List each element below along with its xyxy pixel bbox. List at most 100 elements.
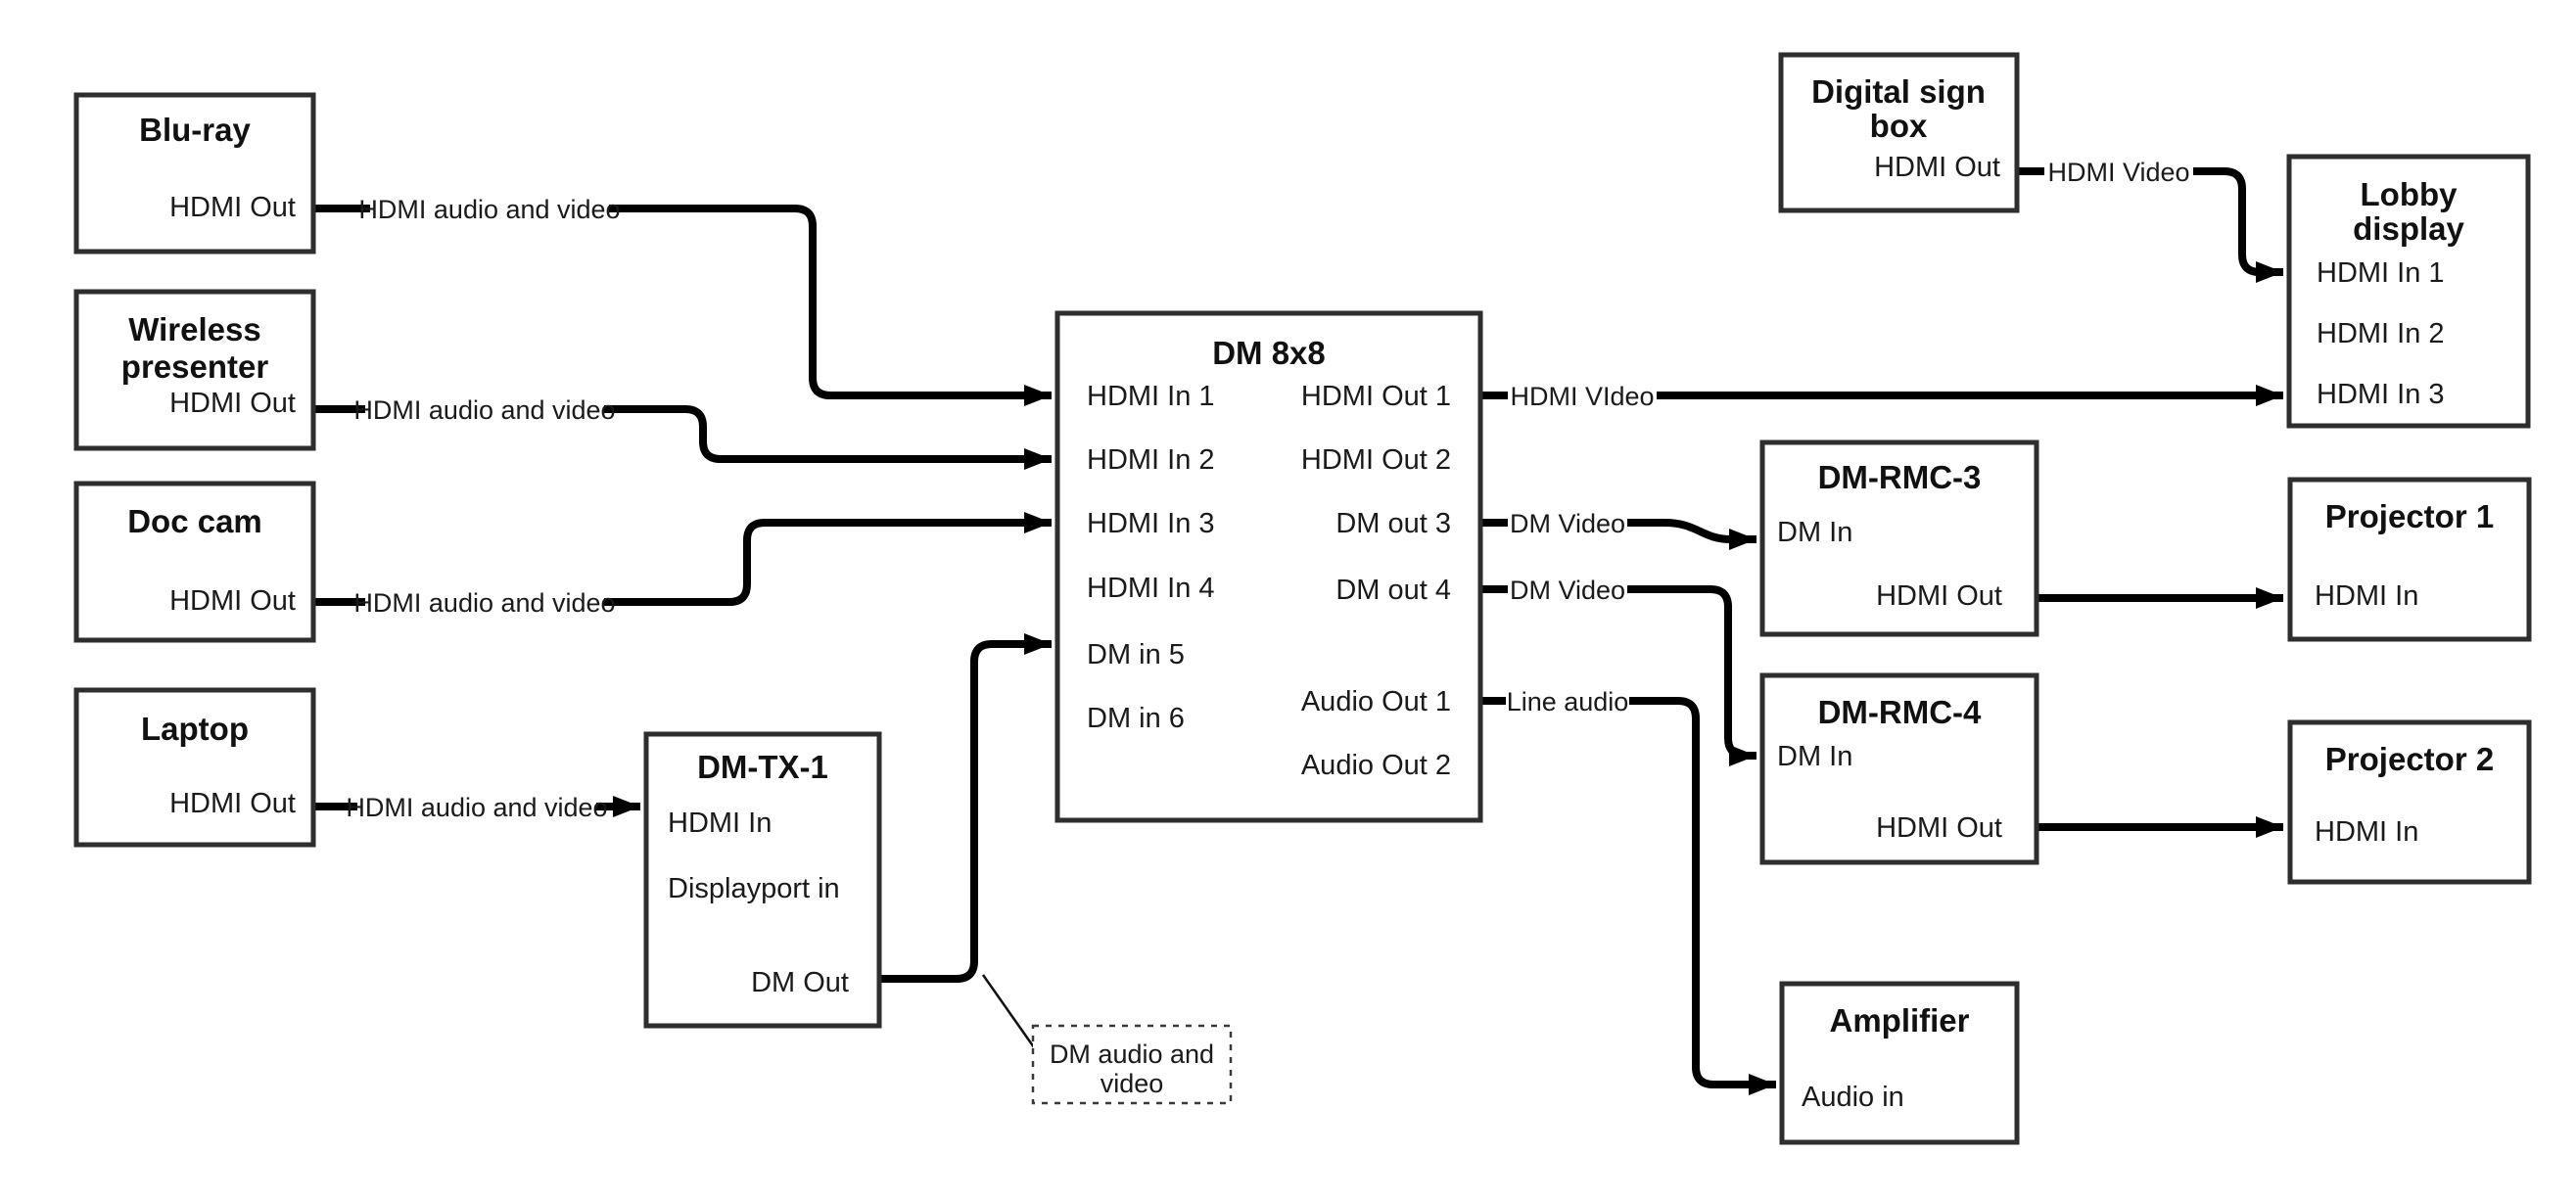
node-dm-rmc-3-title: DM-RMC-3	[1818, 459, 1982, 495]
connection-dmtx1-to-dm8x8-in5	[879, 633, 1052, 983]
port-dmtx1-dm-out: DM Out	[751, 967, 849, 998]
node-dm-rmc-3: DM-RMC-3 DM In HDMI Out	[1759, 439, 2039, 637]
connection-bluray-to-dm8x8-in1	[313, 205, 1052, 406]
node-dm-tx-1: DM-TX-1 HDMI In Displayport in DM Out	[643, 731, 882, 1029]
port-dm8x8-audio-out-2: Audio Out 2	[1301, 750, 1451, 781]
node-amplifier-title: Amplifier	[1829, 1002, 1969, 1039]
port-dm8x8-dm-out-4: DM out 4	[1335, 575, 1451, 606]
node-doc-cam-box	[73, 481, 316, 643]
port-dm8x8-hdmi-out-1: HDMI Out 1	[1301, 381, 1451, 412]
note-dashed-box	[1031, 1024, 1233, 1105]
node-wireless-title-line1: Wireless	[128, 311, 260, 347]
port-dmrmc4-hdmi-out: HDMI Out	[1876, 812, 2002, 844]
node-blu-ray-box	[73, 92, 316, 254]
note-text-line2: video	[1101, 1069, 1164, 1098]
node-dm-tx-1-box	[643, 731, 882, 1029]
connection-wireless-to-dm8x8-in2	[313, 405, 1052, 470]
node-blu-ray: Blu-ray HDMI Out	[73, 92, 316, 254]
node-doc-cam-title: Doc cam	[127, 503, 262, 539]
label-bg	[1508, 506, 1627, 539]
port-dm8x8-audio-out-1: Audio Out 1	[1301, 686, 1451, 717]
node-digital-sign-box: Digital sign box HDMI Out	[1778, 52, 2020, 213]
label-hdmi-video-out1: HDMI VIdeo	[1510, 382, 1654, 411]
port-bluray-hdmi-out: HDMI Out	[169, 192, 296, 223]
label-bg	[365, 585, 604, 619]
port-dm8x8-hdmi-in-2: HDMI In 2	[1087, 444, 1215, 476]
node-digital-sign-title-line1: Digital sign	[1811, 73, 1986, 110]
node-lobby-title-line1: Lobby	[2361, 176, 2459, 212]
port-doccam-hdmi-out: HDMI Out	[169, 585, 296, 617]
port-dm8x8-hdmi-in-1: HDMI In 1	[1087, 381, 1215, 412]
port-lobby-hdmi-in-3: HDMI In 3	[2317, 379, 2445, 410]
node-dm-8x8-title: DM 8x8	[1212, 335, 1326, 371]
label-wireless-hdmi-av: HDMI audio and video	[353, 395, 615, 425]
port-dmrmc3-hdmi-out: HDMI Out	[1876, 580, 2002, 612]
label-bluray-hdmi-av: HDMI audio and video	[358, 195, 620, 224]
label-line-audio: Line audio	[1507, 687, 1629, 716]
port-digitalsign-hdmi-out: HDMI Out	[1874, 152, 2000, 183]
label-doccam-hdmi-av: HDMI audio and video	[353, 588, 615, 618]
node-amplifier-box	[1779, 981, 2020, 1145]
port-proj1-hdmi-in: HDMI In	[2315, 580, 2418, 612]
node-projector-1-title: Projector 1	[2325, 498, 2494, 534]
port-dm8x8-hdmi-in-4: HDMI In 4	[1087, 573, 1215, 604]
node-projector-1-box	[2287, 477, 2532, 642]
node-lobby-title-line2: display	[2353, 210, 2464, 247]
note-text-line1: DM audio and	[1050, 1039, 1214, 1069]
node-projector-2-box	[2287, 719, 2532, 885]
node-projector-2: Projector 2 HDMI In	[2287, 719, 2532, 885]
node-laptop-box	[73, 687, 316, 848]
port-dm8x8-hdmi-in-3: HDMI In 3	[1087, 508, 1215, 539]
port-dmtx1-hdmi-in: HDMI In	[668, 808, 772, 839]
connection-dm8x8-out4-to-dmrmc4	[1480, 585, 1756, 766]
port-dm8x8-dm-in-6: DM in 6	[1087, 703, 1185, 734]
label-bg	[1506, 684, 1629, 717]
port-proj2-hdmi-in: HDMI In	[2315, 816, 2418, 848]
port-laptop-hdmi-out: HDMI Out	[169, 788, 296, 819]
node-dm-rmc-3-box	[1759, 439, 2039, 637]
node-dm-tx-1-title: DM-TX-1	[697, 749, 828, 785]
node-dm-8x8-box	[1054, 310, 1483, 823]
connection-digitalsign-to-lobby-in1	[2017, 167, 2283, 283]
port-amplifier-audio-in: Audio in	[1802, 1082, 1904, 1113]
label-dm-video-out3: DM Video	[1510, 509, 1625, 538]
connection-dm8x8-aout1-to-amplifier	[1480, 697, 1776, 1095]
node-dm-rmc-4-box	[1759, 672, 2039, 865]
node-lobby-display: Lobby display HDMI In 1 HDMI In 2 HDMI I…	[2286, 154, 2531, 429]
port-dm8x8-hdmi-out-2: HDMI Out 2	[1301, 444, 1451, 476]
node-dm-rmc-4: DM-RMC-4 DM In HDMI Out	[1759, 672, 2039, 865]
connection-dm8x8-out3-to-dmrmc3	[1480, 519, 1756, 550]
node-lobby-display-box	[2286, 154, 2531, 429]
port-dmrmc3-dm-in: DM In	[1777, 517, 1852, 548]
label-bg	[357, 790, 596, 823]
label-bg	[370, 192, 609, 225]
node-blu-ray-title: Blu-ray	[139, 112, 251, 148]
node-laptop: Laptop HDMI Out	[73, 687, 316, 848]
port-lobby-hdmi-in-1: HDMI In 1	[2317, 257, 2445, 289]
label-bg	[365, 393, 604, 426]
node-projector-2-title: Projector 2	[2325, 741, 2494, 777]
note-dm-audio-and-video: DM audio and video	[1031, 1024, 1233, 1105]
label-bg	[1508, 379, 1657, 412]
label-laptop-hdmi-av: HDMI audio and video	[346, 793, 607, 822]
node-dm-rmc-4-title: DM-RMC-4	[1818, 694, 1982, 730]
port-lobby-hdmi-in-2: HDMI In 2	[2317, 318, 2445, 349]
node-digital-sign-title-line2: box	[1870, 108, 1928, 144]
node-digital-sign-box-rect	[1778, 52, 2020, 213]
node-doc-cam: Doc cam HDMI Out	[73, 481, 316, 643]
connection-labels: HDMI audio and video HDMI audio and vide…	[346, 155, 2193, 823]
note-leader-line	[981, 974, 1036, 1048]
node-wireless-presenter-box	[73, 289, 316, 451]
node-projector-1: Projector 1 HDMI In	[2287, 477, 2532, 642]
port-dm8x8-dm-in-5: DM in 5	[1087, 639, 1185, 670]
port-wireless-hdmi-out: HDMI Out	[169, 388, 296, 419]
port-dm8x8-dm-out-3: DM out 3	[1335, 508, 1451, 539]
node-amplifier: Amplifier Audio in	[1779, 981, 2020, 1145]
node-wireless-title-line2: presenter	[121, 348, 269, 385]
label-bg	[2044, 155, 2193, 188]
port-dmtx1-displayport-in: Displayport in	[668, 873, 840, 904]
node-dm-8x8: DM 8x8 HDMI In 1 HDMI In 2 HDMI In 3 HDM…	[1054, 310, 1483, 823]
node-wireless-presenter: Wireless presenter HDMI Out	[73, 289, 316, 451]
port-dmrmc4-dm-in: DM In	[1777, 741, 1852, 772]
label-dm-video-out4: DM Video	[1510, 576, 1625, 605]
